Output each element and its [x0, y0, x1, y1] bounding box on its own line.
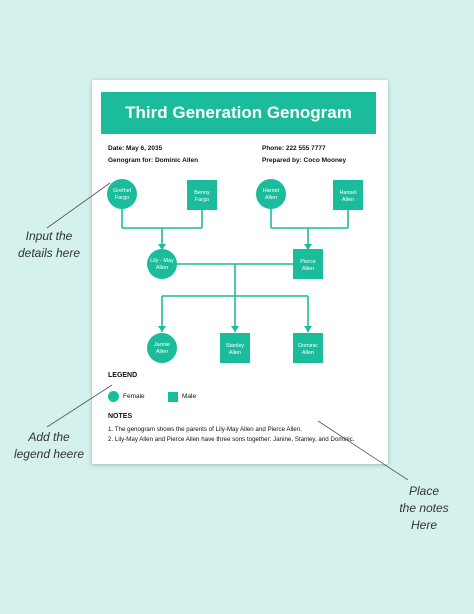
person-harriet-name: Harriet — [263, 188, 280, 194]
person-harriet: Harriet Allen — [256, 179, 286, 209]
person-jannie-surname: Allen — [156, 349, 168, 355]
person-pierce-name: Pierce — [300, 259, 316, 265]
person-grethel-surname: Fargo — [115, 195, 129, 201]
callout-add-legend: Add the legend heere — [6, 429, 92, 463]
legend-female-label: Female — [123, 393, 145, 400]
person-stanley-name: Stanley — [226, 343, 245, 349]
callout-notes-line2: the notes — [399, 501, 449, 515]
genogram-tree: Grethel Fargo Benny Fargo Harriet Allen … — [107, 179, 363, 363]
person-grethel: Grethel Fargo — [107, 179, 137, 209]
callout-place-notes: Place the notes Here — [384, 483, 464, 534]
person-jannie: Jannie Allen — [147, 333, 177, 363]
male-symbol-icon — [168, 392, 178, 402]
person-harriet-surname: Allen — [265, 195, 277, 201]
notes-list: 1. The genogram shows the parents of Lil… — [108, 426, 384, 446]
callout-notes-line3: Here — [410, 518, 437, 532]
person-benny-surname: Fargo — [195, 197, 209, 203]
person-stanley-surname: Allen — [229, 350, 241, 356]
person-lily-may-name: Lily - May — [150, 258, 174, 264]
genogram-for-line: Genogram for: Dominic Allen — [108, 157, 199, 164]
person-benny-name: Benny — [194, 190, 210, 196]
person-dominic: Dominic Allen — [293, 333, 323, 363]
note-item: 1. The genogram shows the parents of Lil… — [108, 426, 302, 433]
person-hansel-surname: Allen — [342, 197, 354, 203]
date-line: Date: May 6, 2035 — [108, 145, 163, 152]
person-hansel-name: Hansel — [339, 190, 356, 196]
phone-line: Phone: 222 555 7777 — [262, 145, 326, 152]
callout-input-line2: details here — [17, 246, 81, 260]
prepared-by-line: Prepared by: Coco Mooney — [262, 157, 347, 164]
person-lily-may-surname: Allen — [156, 265, 168, 271]
person-jannie-name: Jannie — [154, 342, 170, 348]
note-item: 2. Lily-May Allen and Pierce Allen have … — [108, 436, 355, 443]
person-pierce: Pierce Allen — [293, 249, 323, 279]
page-title: Third Generation Genogram — [101, 92, 376, 134]
genogram-page: Third Generation Genogram Date: May 6, 2… — [92, 80, 388, 464]
notes-title: NOTES — [108, 413, 133, 420]
person-hansel: Hansel Allen — [333, 180, 363, 210]
callout-legend-line2: legend heere — [13, 447, 85, 461]
legend-male-label: Male — [182, 393, 197, 400]
legend-title: LEGEND — [108, 372, 138, 379]
person-grethel-name: Grethel — [113, 188, 131, 194]
callout-input-details: Input the details here — [6, 228, 92, 262]
person-benny: Benny Fargo — [187, 180, 217, 210]
callout-legend-line1: Add the — [28, 430, 70, 444]
person-pierce-surname: Allen — [302, 266, 314, 272]
connector-arrowheads — [158, 244, 312, 332]
person-stanley: Stanley Allen — [220, 333, 250, 363]
person-dominic-surname: Allen — [302, 350, 314, 356]
female-symbol-icon — [108, 391, 119, 402]
callout-notes-line1: Place — [408, 484, 440, 498]
person-lily-may: Lily - May Allen — [147, 249, 177, 279]
callout-input-line1: Input the — [25, 229, 73, 243]
person-dominic-name: Dominic — [298, 343, 318, 349]
